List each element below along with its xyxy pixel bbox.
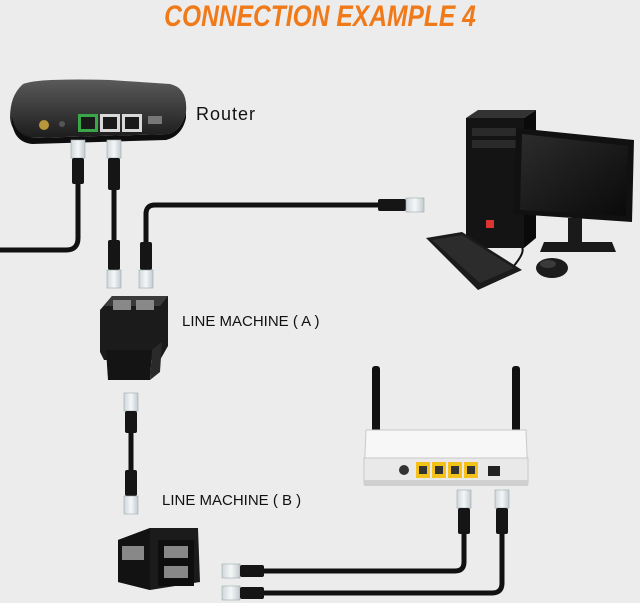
cable-b-wifi-2 bbox=[255, 527, 505, 596]
rj45-plug-pc bbox=[378, 197, 425, 213]
rj45-plug-b-out-1 bbox=[221, 563, 264, 579]
ethernet-splitter-a bbox=[100, 296, 168, 380]
line-machine-b-label: LINE MACHINE ( B ) bbox=[162, 492, 302, 509]
rj45-plug-b-out-2 bbox=[221, 585, 264, 601]
router-device bbox=[10, 79, 187, 144]
rj45-plug-router-left bbox=[70, 139, 86, 184]
cable-pc bbox=[143, 202, 388, 248]
rj45-plug-wifi-1 bbox=[456, 489, 472, 534]
rj45-plug-splitter-a-left bbox=[106, 240, 122, 289]
rj45-plug-wifi-2 bbox=[494, 489, 510, 534]
rj45-plug-a-bottom bbox=[123, 392, 139, 433]
line-machine-a-label: LINE MACHINE ( A ) bbox=[182, 313, 320, 330]
rj45-plug-b-top bbox=[123, 470, 139, 515]
desktop-pc bbox=[426, 110, 634, 290]
diagram-title: CONNECTION EXAMPLE 4 bbox=[164, 0, 476, 33]
wifi-router bbox=[363, 366, 529, 486]
cable-router-out bbox=[0, 177, 81, 253]
rj45-plug-router-mid bbox=[106, 139, 122, 190]
rj45-plug-splitter-a-right bbox=[138, 242, 154, 289]
cables bbox=[0, 177, 524, 596]
cable-keyboard bbox=[511, 244, 524, 269]
ethernet-splitter-b bbox=[118, 528, 200, 590]
cable-b-wifi-1 bbox=[255, 527, 467, 574]
router-label: Router bbox=[196, 104, 257, 124]
